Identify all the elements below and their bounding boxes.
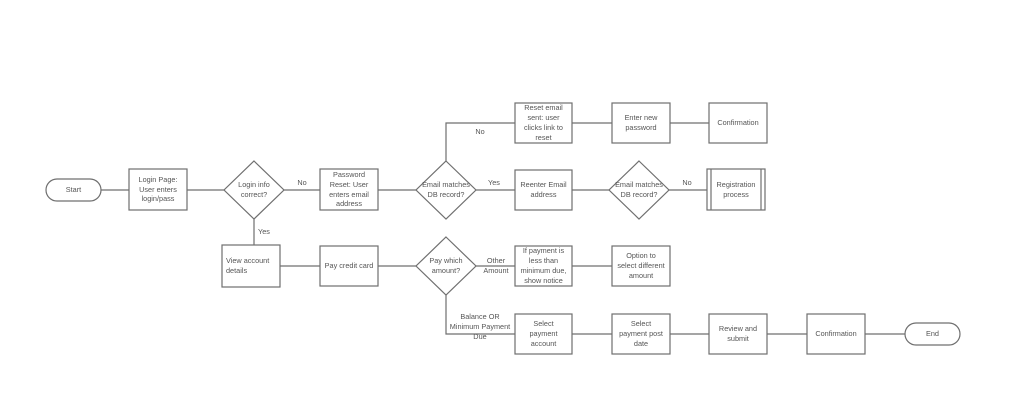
option-select-label: Option to select different amount xyxy=(617,251,665,280)
reset-email-box xyxy=(514,102,573,144)
registration-label: Registration process xyxy=(716,179,756,199)
email-matches-2-label: Email matches DB record? xyxy=(615,180,663,199)
login-page-label: Login Page: User enters login/pass xyxy=(138,174,178,204)
registration-box xyxy=(706,168,766,211)
edge-label-other-amount: Other Amount xyxy=(483,256,509,275)
edge-label-yes-email-1: Yes xyxy=(488,178,500,187)
start-label: Start xyxy=(65,185,82,195)
start-terminal xyxy=(45,178,102,202)
confirmation-1-label: Confirmation xyxy=(717,118,759,128)
edges xyxy=(101,122,905,335)
select-date-box xyxy=(611,313,671,355)
reenter-email-box xyxy=(514,169,573,211)
edge-label-no-email-2: No xyxy=(682,178,692,187)
pay-which-decision xyxy=(415,236,477,296)
edge-label-yes-login: Yes xyxy=(258,227,270,236)
password-reset-label: Password Reset: User enters email addres… xyxy=(329,169,369,209)
edge-label-no-email-1: No xyxy=(475,127,485,136)
notice-box xyxy=(514,245,573,287)
new-password-label: Enter new password xyxy=(624,113,658,132)
login-correct-decision xyxy=(223,160,285,220)
edge-label-balance-or-minimum: Balance OR Minimum Payment Due xyxy=(449,312,511,341)
email-matches-1-decision xyxy=(415,160,477,220)
end-terminal xyxy=(904,322,961,346)
email-matches-1-label: Email matches DB record? xyxy=(422,180,470,199)
confirmation-2-box xyxy=(806,313,866,355)
confirmation-2-label: Confirmation xyxy=(815,329,857,339)
view-account-label: View account details xyxy=(226,256,270,275)
email-matches-2-decision xyxy=(608,160,670,220)
edge-label-no-login: No xyxy=(297,178,307,187)
select-account-label: Select payment account xyxy=(529,319,558,348)
new-password-box xyxy=(611,102,671,144)
reset-email-label: Reset email sent: user clicks link to re… xyxy=(524,103,563,142)
edge-pay-which-to-select-account xyxy=(445,295,515,335)
edge-email-matches-1-to-reset-email xyxy=(445,122,515,161)
reenter-email-label: Reenter Email address xyxy=(520,180,567,199)
notice-label: If payment is less than minimum due, sho… xyxy=(520,246,567,285)
nodes xyxy=(45,102,961,355)
end-label: End xyxy=(926,329,939,339)
select-date-label: Select payment post date xyxy=(619,319,663,348)
option-select-box xyxy=(611,245,671,287)
pay-credit-card-box xyxy=(319,245,379,287)
confirmation-1-box xyxy=(708,102,768,144)
password-reset-box xyxy=(319,168,379,211)
select-account-box xyxy=(514,313,573,355)
login-page-box xyxy=(128,168,188,211)
review-submit-label: Review and submit xyxy=(718,324,758,343)
review-submit-box xyxy=(708,313,768,355)
pay-credit-card-label: Pay credit card xyxy=(324,261,374,271)
pay-which-label: Pay which amount? xyxy=(429,256,463,275)
view-account-box xyxy=(221,244,281,288)
login-correct-label: Login info correct? xyxy=(238,180,270,199)
